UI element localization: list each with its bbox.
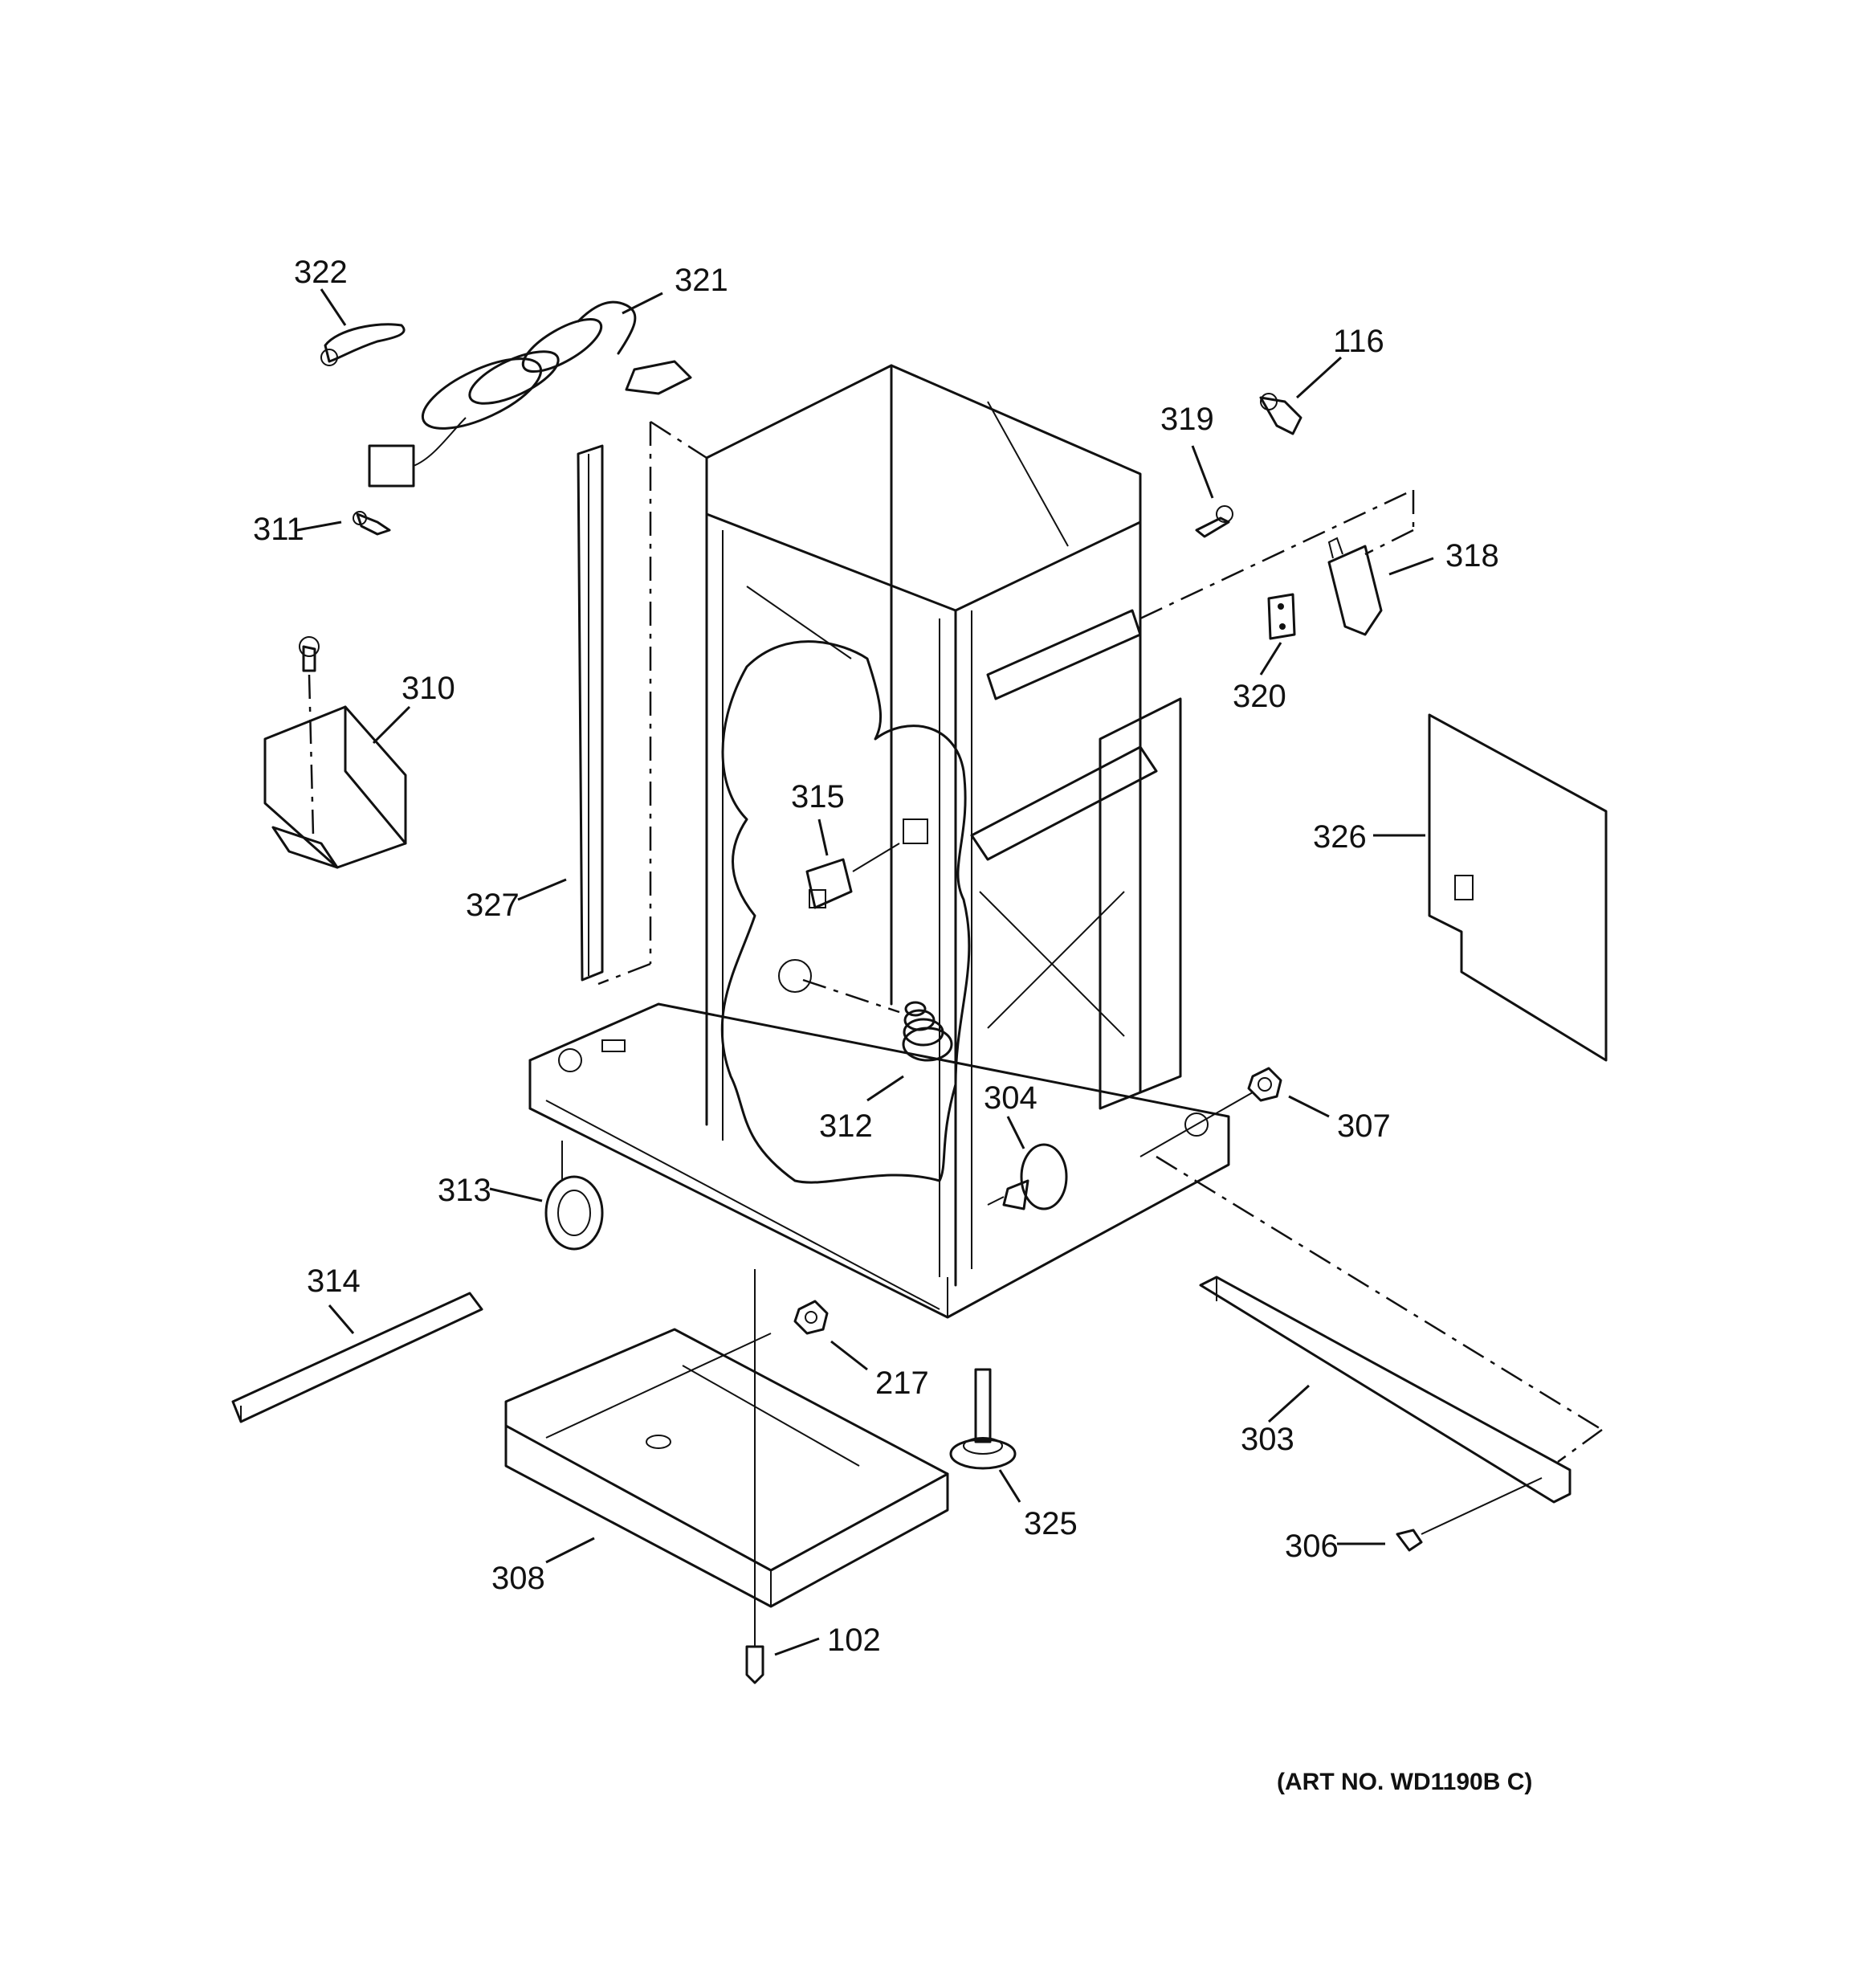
cabinet-frame xyxy=(528,364,1230,1319)
callout-303: 303 xyxy=(1241,1422,1294,1457)
callout-326: 326 xyxy=(1313,819,1367,855)
callout-320: 320 xyxy=(1233,679,1286,714)
callout-315: 315 xyxy=(791,779,845,814)
part-306-screw xyxy=(1396,1477,1543,1552)
leader-lines xyxy=(296,288,1434,1656)
part-313-caster xyxy=(544,1141,604,1251)
part-321-power-cord xyxy=(368,300,692,488)
part-304-valve xyxy=(987,1143,1068,1210)
callouts: 322 321 116 319 318 311 320 310 315 326 … xyxy=(253,255,1499,1658)
callout-304: 304 xyxy=(984,1080,1037,1116)
callout-314: 314 xyxy=(307,1263,361,1299)
part-322-clamp xyxy=(320,323,406,366)
part-310-cover xyxy=(263,636,407,869)
part-325-leveling-leg xyxy=(949,1368,1017,1470)
callout-319: 319 xyxy=(1160,402,1214,437)
callout-217: 217 xyxy=(875,1365,929,1401)
part-327-gasket xyxy=(577,420,707,986)
part-308-base-pan xyxy=(504,1328,949,1608)
part-303-rail xyxy=(1156,1155,1603,1504)
callout-311: 311 xyxy=(253,512,304,547)
callout-312: 312 xyxy=(819,1108,873,1144)
part-312-grommet xyxy=(802,978,953,1062)
callout-327: 327 xyxy=(466,888,520,923)
callout-318: 318 xyxy=(1445,538,1499,574)
part-116-clip xyxy=(1259,393,1302,435)
part-311-screw xyxy=(353,511,391,536)
part-320-plate xyxy=(1267,593,1296,640)
part-315-connector xyxy=(805,843,900,909)
callout-102: 102 xyxy=(827,1623,881,1658)
callout-313: 313 xyxy=(438,1173,491,1208)
callout-116: 116 xyxy=(1333,324,1384,359)
part-319-screw xyxy=(1195,505,1233,538)
art-number-label: (ART NO. WD1190B C) xyxy=(1277,1769,1532,1795)
part-314-insulation-strip xyxy=(231,1292,483,1423)
part-217-nut xyxy=(793,1300,829,1335)
callout-307: 307 xyxy=(1337,1108,1391,1144)
callout-310: 310 xyxy=(402,671,455,706)
part-307-nut xyxy=(1139,1067,1282,1157)
part-318-switch xyxy=(1139,488,1415,636)
part-326-panel xyxy=(1428,713,1608,1062)
part-102-screw xyxy=(745,1269,764,1684)
callout-306: 306 xyxy=(1285,1529,1339,1564)
callout-308: 308 xyxy=(491,1561,545,1596)
callout-321: 321 xyxy=(675,263,728,298)
callout-325: 325 xyxy=(1024,1506,1078,1541)
callout-322: 322 xyxy=(294,255,348,290)
